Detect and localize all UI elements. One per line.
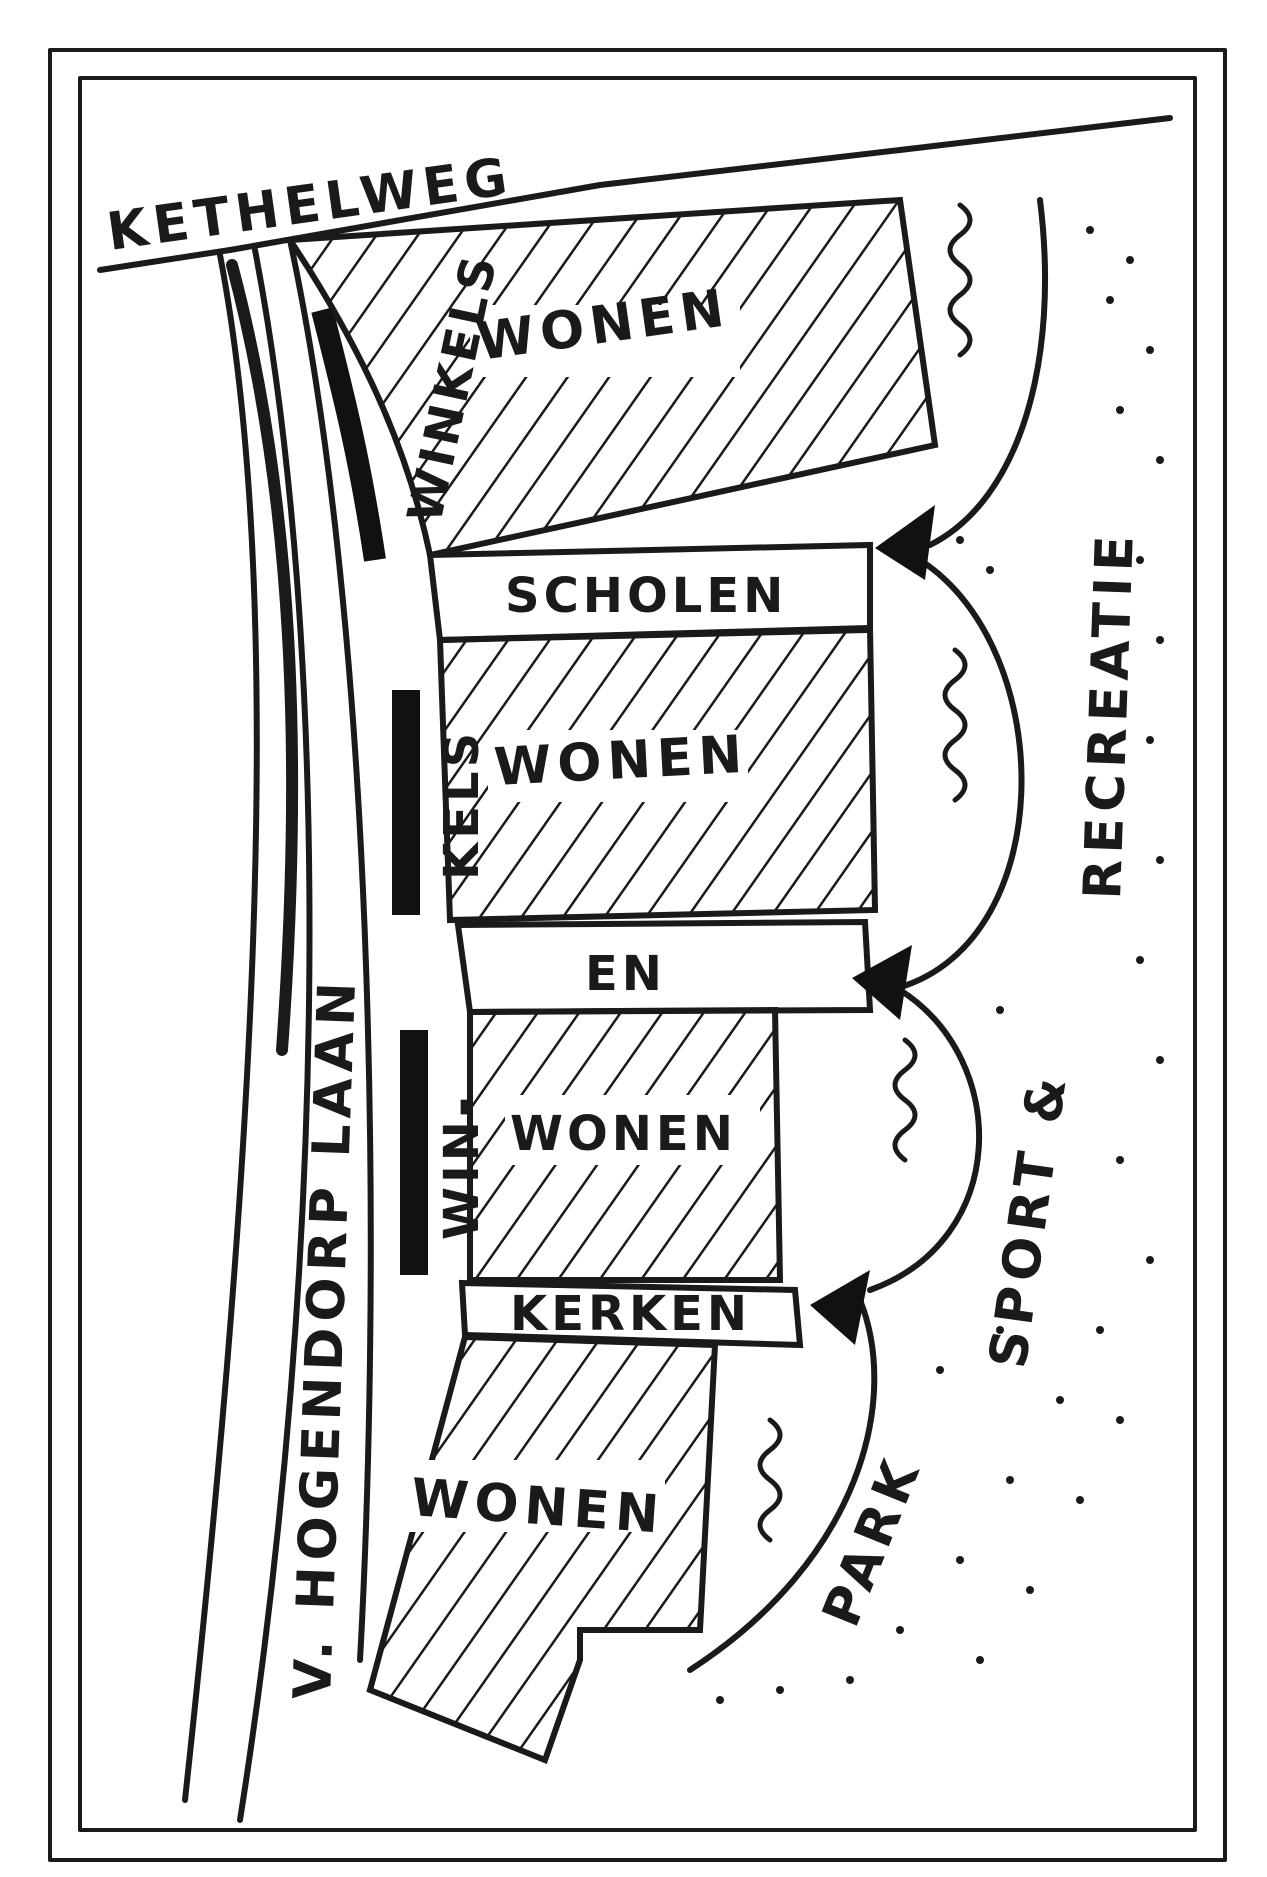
label-sport: SPORT & xyxy=(978,1068,1079,1372)
zone-scholen: SCHOLEN xyxy=(505,568,787,624)
label-recreatie: RECREATIE xyxy=(1073,529,1146,901)
block-wonen-1 xyxy=(284,196,939,559)
arrow-kerken-to-en xyxy=(867,987,983,1293)
arrow-en-to-scholen xyxy=(887,557,1025,993)
shop-strip-bottom xyxy=(400,1030,428,1275)
label-bg-wonen-3 xyxy=(505,1095,760,1165)
outer-frame xyxy=(48,48,1227,1862)
park-dots xyxy=(716,226,1164,1704)
shops-label-middle: KELS xyxy=(434,729,490,880)
kethelweg-road xyxy=(97,115,1173,273)
squiggle-3 xyxy=(892,1037,918,1163)
shops-label-bottom: WIN- xyxy=(434,1093,490,1240)
arrow-to-scholen-top xyxy=(927,197,1048,548)
laan-edge-inner-thick xyxy=(226,259,299,1056)
shop-strip-top xyxy=(311,307,386,562)
block-wonen-4 xyxy=(366,1333,719,1764)
block-front-line xyxy=(287,237,374,1663)
label-bg-wonen-2 xyxy=(488,730,748,802)
label-bg-wonen-4 xyxy=(405,1460,665,1532)
label-park: PARK xyxy=(811,1447,933,1634)
squiggle-2 xyxy=(942,647,968,803)
label-bg-wonen-1 xyxy=(470,305,740,377)
inner-frame xyxy=(78,76,1197,1832)
zone-wonen-3: WONEN xyxy=(510,1106,737,1162)
squiggle-1 xyxy=(947,202,973,358)
arrow-park-to-kerken xyxy=(687,1297,878,1673)
zone-kerken: KERKEN xyxy=(510,1286,751,1342)
shop-strip-middle xyxy=(392,690,420,915)
laan-label: V. HOGENDORP LAAN xyxy=(283,975,368,1700)
laan-edge-right xyxy=(237,247,313,1823)
block-kerken xyxy=(458,1279,804,1349)
zone-en: EN xyxy=(585,946,666,1002)
arrowhead-en xyxy=(852,945,912,1020)
zone-wonen-2: WONEN xyxy=(493,725,750,798)
arrowhead-scholen xyxy=(875,505,935,580)
squiggle-4 xyxy=(757,1417,783,1543)
arrowhead-kerken xyxy=(810,1270,870,1345)
block-en xyxy=(454,918,874,1016)
laan-edge-outer xyxy=(182,252,260,1803)
